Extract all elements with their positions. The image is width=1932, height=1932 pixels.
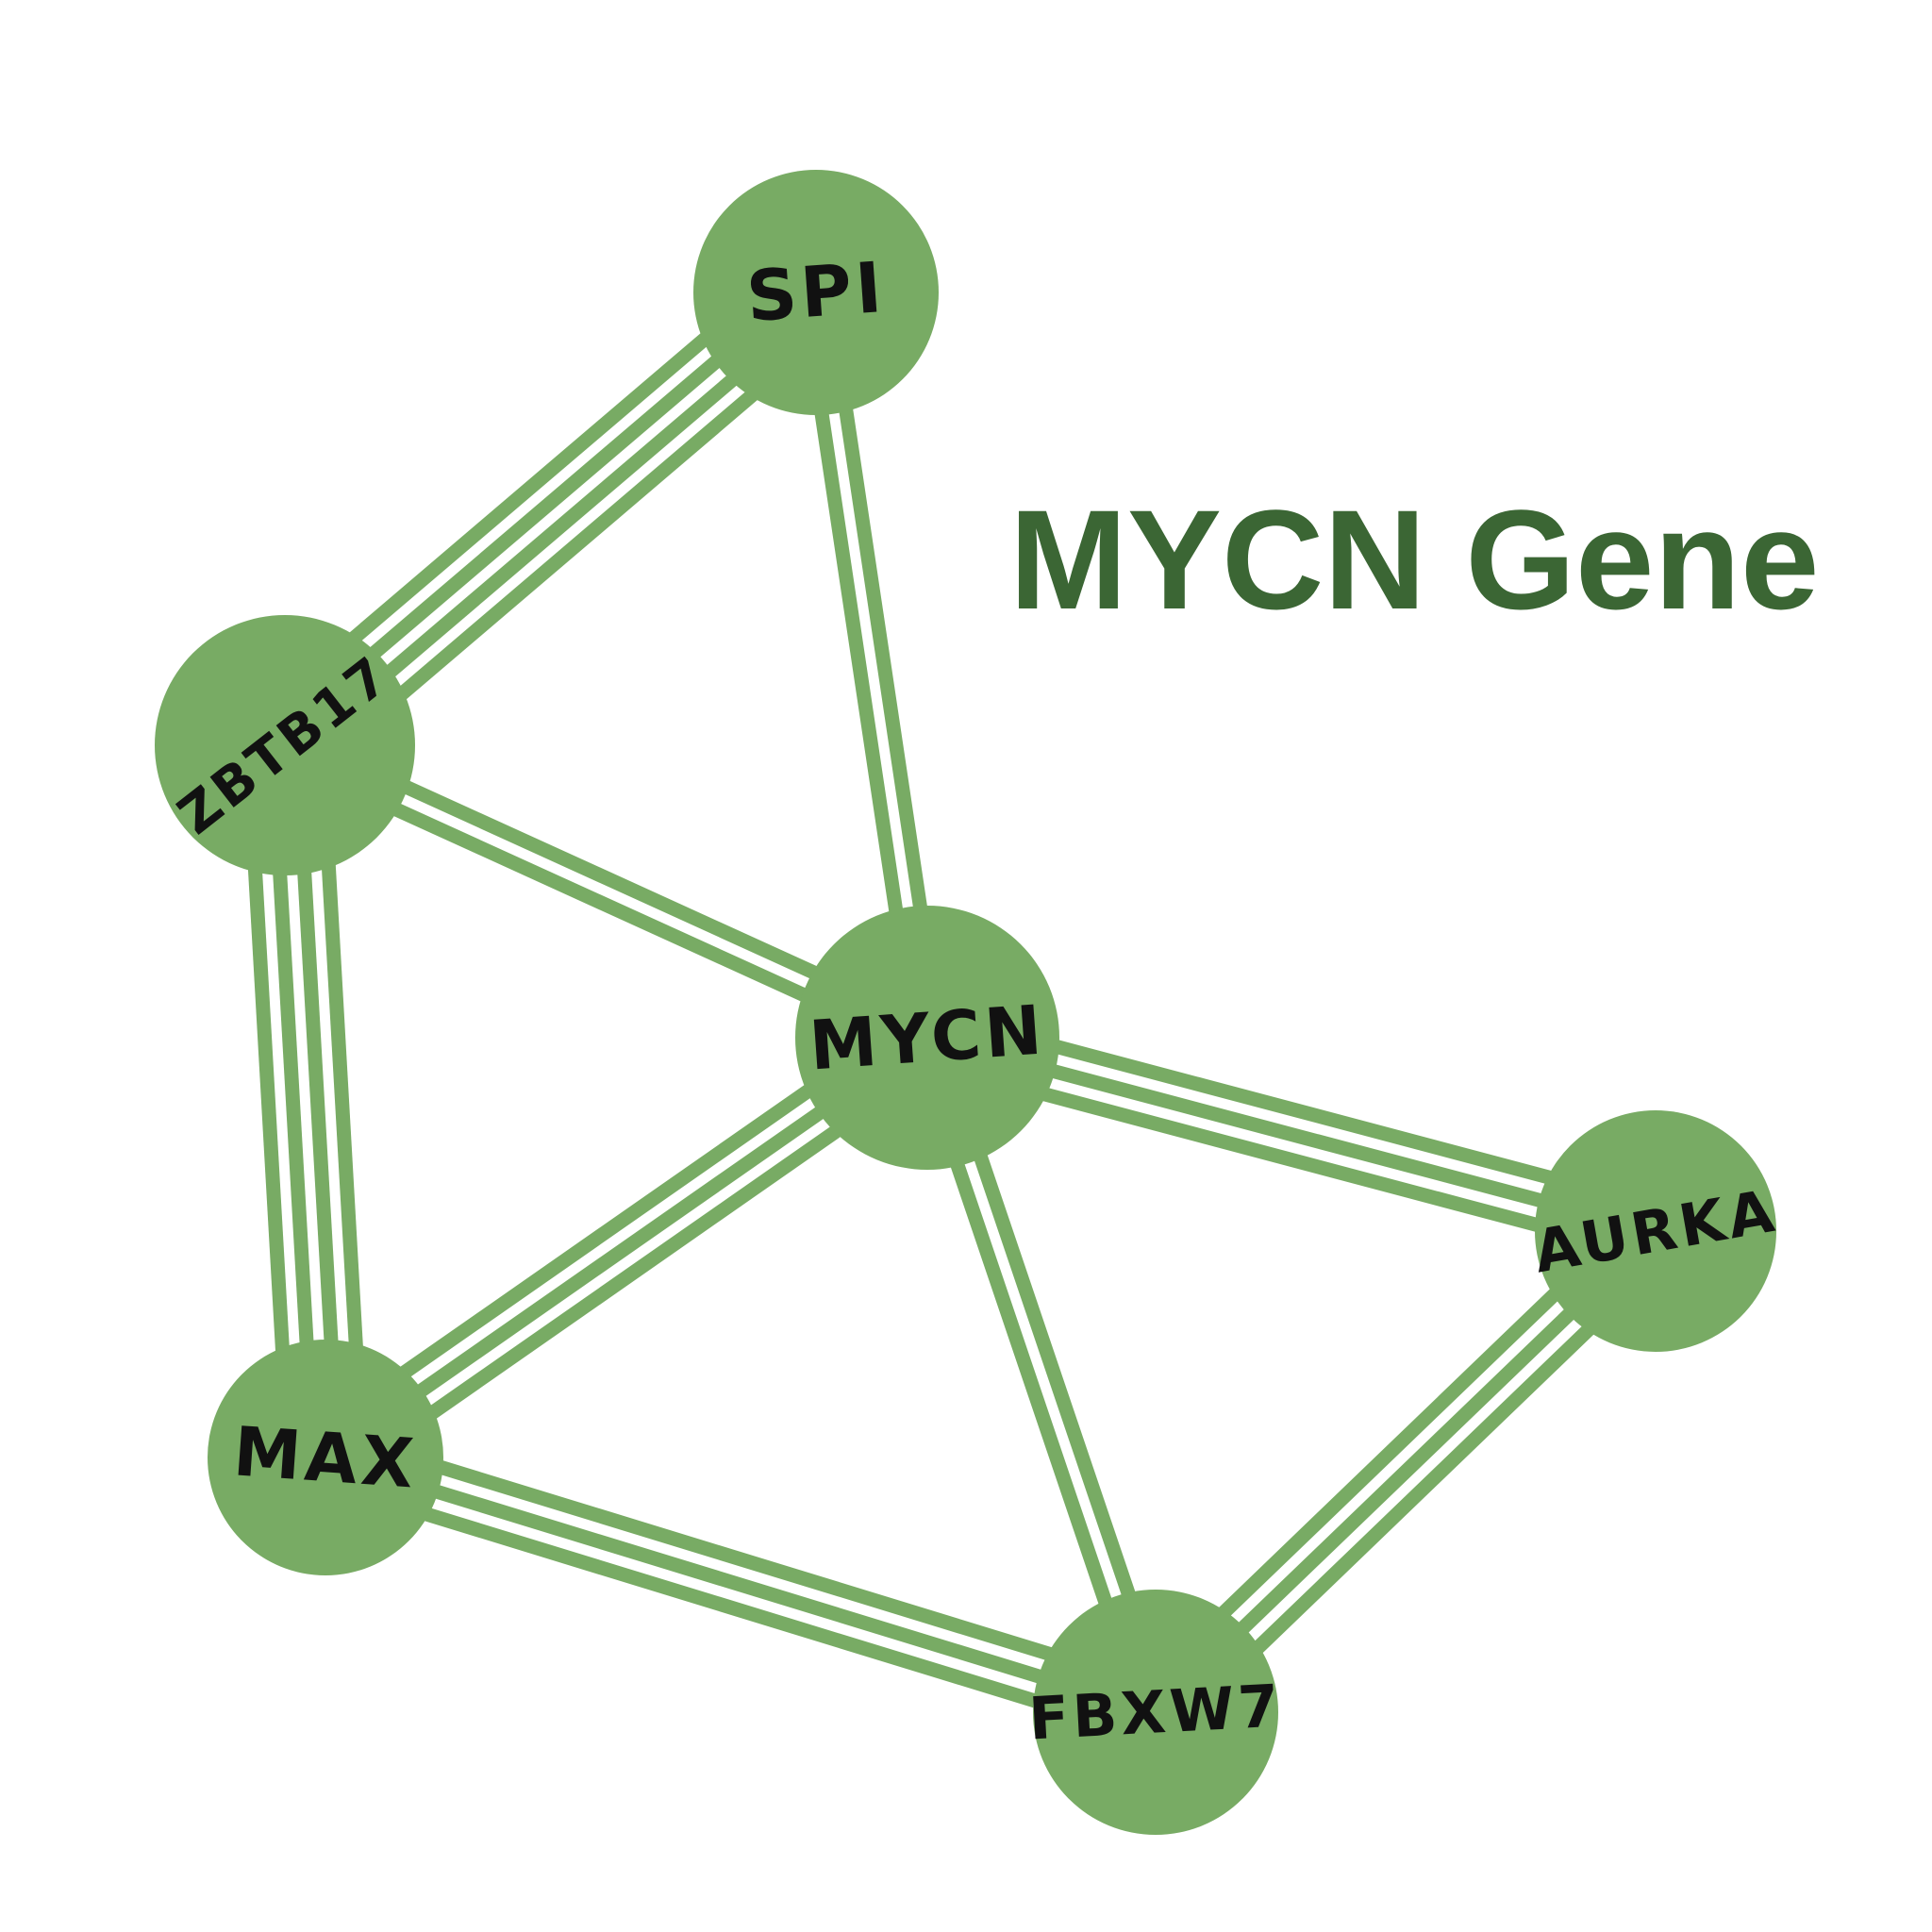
node-circle xyxy=(155,615,415,875)
node-circle xyxy=(208,1340,443,1575)
node-circle xyxy=(795,906,1059,1170)
edge-strand xyxy=(330,1426,1165,1696)
node-label: SPI xyxy=(744,247,889,338)
edge-strand xyxy=(316,1474,1151,1743)
node-max: MAX xyxy=(208,1340,443,1575)
node-circle xyxy=(1535,1110,1776,1352)
edge-max-fbxw7 xyxy=(316,1426,1165,1743)
diagram-title: MYCN Gene xyxy=(1009,480,1819,639)
node-label: MYCN xyxy=(807,990,1048,1085)
node-zbtb17: ZBTB17 xyxy=(155,615,415,875)
edge-strand xyxy=(323,1450,1158,1720)
node-label: FBXW7 xyxy=(1027,1672,1284,1754)
node-circle xyxy=(1033,1590,1278,1835)
node-label: MAX xyxy=(231,1411,420,1503)
node-spi: SPI xyxy=(693,170,939,415)
node-aurka: AURKA xyxy=(1529,1110,1782,1352)
node-fbxw7: FBXW7 xyxy=(1027,1590,1284,1835)
node-circle xyxy=(693,170,939,415)
node-mycn: MYCN xyxy=(795,906,1059,1170)
